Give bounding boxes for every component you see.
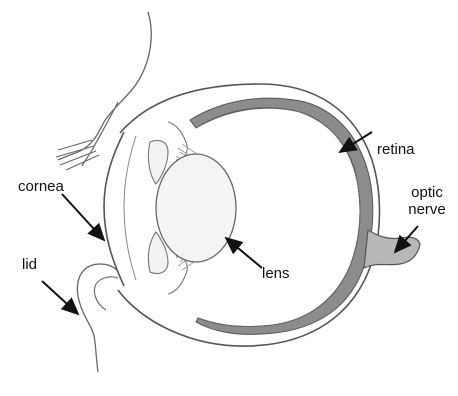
anterior-chamber-line <box>124 136 136 280</box>
lid-arrow <box>42 281 78 314</box>
lid-label: lid <box>22 256 37 273</box>
cornea-arc <box>104 132 124 286</box>
upper-eyelid-outline <box>58 12 151 160</box>
optic-nerve <box>364 230 420 268</box>
lower-eyelid-outline <box>77 264 117 372</box>
lens-label: lens <box>262 265 290 282</box>
cornea-arrow <box>62 194 104 240</box>
lens-arrow <box>226 238 262 268</box>
optic-nerve-label-line1: optic <box>396 184 458 201</box>
retina-label: retina <box>377 141 415 158</box>
lens-shape <box>156 154 236 262</box>
cornea-label: cornea <box>18 178 64 195</box>
lower-eyelid-inner <box>94 277 118 310</box>
ciliary-body-upper <box>168 122 187 160</box>
eyelashes-upper <box>56 140 99 170</box>
upper-eyelid-fold <box>82 102 118 166</box>
optic-nerve-label: optic nerve <box>396 184 458 218</box>
optic-nerve-label-line2: nerve <box>396 201 458 218</box>
